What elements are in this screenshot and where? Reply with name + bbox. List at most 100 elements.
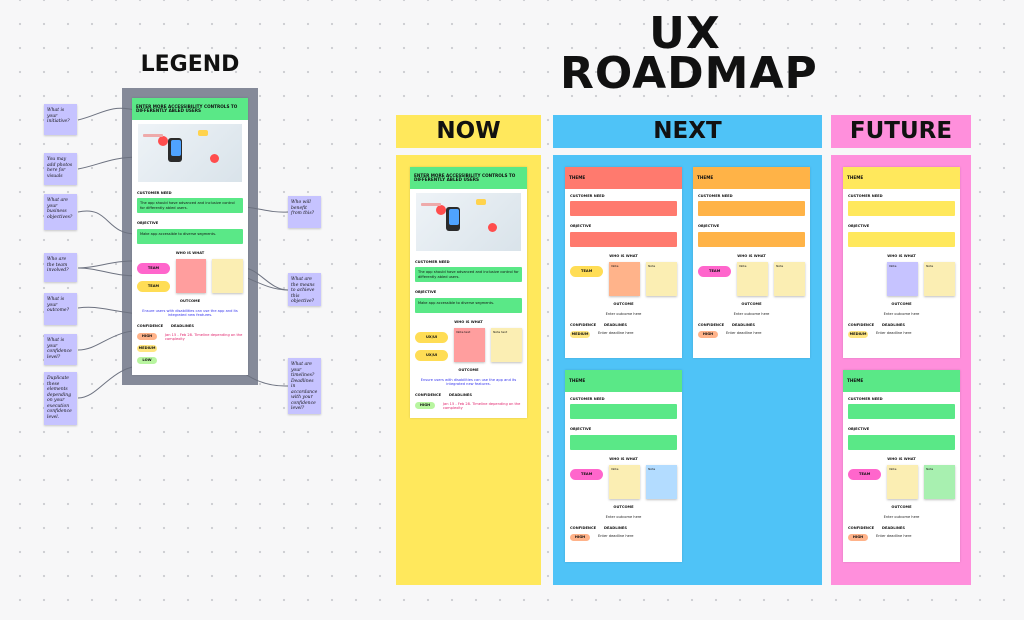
team-pill[interactable]: UX/UI (415, 350, 449, 362)
card-image (416, 193, 521, 251)
outcome-text: Enter outcome here (883, 514, 920, 519)
team-pills: UX/UI UX/UI (415, 328, 449, 362)
sticky-note[interactable]: Note (924, 465, 955, 500)
sticky-note[interactable]: Note (887, 465, 919, 500)
team-pills: TEAM TEAM (137, 259, 170, 293)
sticky-note[interactable]: Note (737, 262, 769, 297)
sticky-note[interactable]: What are your business objectives? (44, 194, 77, 230)
deadlines-label: DEADLINES (882, 323, 905, 328)
team-pill[interactable]: TEAM (137, 281, 170, 293)
outcome-label: OUTCOME (179, 299, 201, 304)
deadline-text: Enter deadline here (876, 331, 912, 336)
deadline-text: Jan 15 - Feb 28. Timeline depending on t… (443, 401, 521, 411)
team-pill[interactable]: TEAM (570, 469, 604, 481)
sticky-note[interactable]: Note (609, 465, 641, 500)
objective-box[interactable] (570, 231, 677, 247)
sticky-note[interactable]: Note text (454, 328, 486, 363)
sticky-note[interactable]: Note (887, 262, 919, 297)
sticky-note[interactable] (175, 259, 207, 294)
sticky-note[interactable]: What is your confidence level? (44, 334, 77, 365)
customer-need-box[interactable]: The app should have advanced and inclusi… (137, 198, 243, 214)
objective-box[interactable]: Make app accessible to diverse segments. (137, 228, 243, 244)
team-pills: TEAM (848, 465, 882, 481)
confidence-pill[interactable]: HIGH (570, 534, 590, 542)
confidence-pill[interactable]: LOW (137, 356, 157, 364)
connector (77, 267, 141, 277)
sticky-note[interactable]: Who are the team involved? (44, 253, 77, 282)
team-pill[interactable]: TEAM (848, 469, 882, 481)
customer-need-box[interactable] (848, 404, 955, 420)
sticky-note[interactable]: What are your timelines? Deadlines in ac… (288, 358, 321, 414)
customer-need-label: CUSTOMER NEED (848, 397, 883, 401)
confidence-pills: HIGH (848, 534, 868, 546)
team-pill[interactable]: UX/UI (415, 332, 449, 344)
sticky-note[interactable]: Note (646, 262, 677, 297)
deadlines-label: DEADLINES (732, 323, 755, 328)
confidence-pill[interactable]: MEDIUM (848, 331, 868, 339)
legend-card[interactable]: ENTER MORE ACCESSIBILITY CONTROLS TO DIF… (132, 98, 248, 375)
team-pill[interactable]: TEAM (698, 266, 732, 278)
confidence-pill[interactable]: HIGH (698, 331, 718, 339)
customer-need-label: CUSTOMER NEED (698, 194, 733, 198)
customer-need-box[interactable] (698, 201, 805, 217)
confidence-pill[interactable]: HIGH (415, 401, 435, 409)
objective-box[interactable]: Make app accessible to diverse segments. (415, 297, 522, 313)
objective-box[interactable] (570, 434, 677, 450)
confidence-label: CONFIDENCE (570, 323, 597, 328)
legend-title: LEGEND (140, 52, 240, 77)
objective-box[interactable] (848, 434, 955, 450)
confidence-pill[interactable]: MEDIUM (570, 331, 590, 339)
outcome-label: OUTCOME (891, 505, 912, 510)
sticky-note[interactable]: You may add photos here for visuals (44, 153, 77, 185)
sticky-note[interactable] (212, 259, 243, 294)
card-theme: THEME (693, 167, 810, 189)
deadline-text: Enter deadline here (876, 534, 912, 539)
objective-box[interactable] (698, 231, 805, 247)
customer-need-box[interactable] (848, 201, 955, 217)
sticky-note[interactable]: Note text (491, 328, 522, 363)
confidence-pill[interactable]: HIGH (137, 332, 157, 340)
sticky-note[interactable]: Who will benefit from this? (288, 196, 321, 228)
customer-need-box[interactable]: The app should have advanced and inclusi… (415, 267, 522, 283)
customer-need-box[interactable] (570, 404, 677, 420)
roadmap-card[interactable]: ENTER MORE ACCESSIBILITY CONTROLS TO DIF… (410, 167, 527, 418)
objective-label: OBJECTIVE (848, 224, 870, 229)
customer-need-box[interactable] (570, 201, 677, 217)
sticky-note[interactable]: What is your initiative? (44, 104, 77, 135)
sticky-note[interactable]: Note (609, 262, 641, 297)
team-pill[interactable]: TEAM (570, 266, 604, 278)
outcome-text: Enter outcome here (733, 311, 770, 316)
sticky-note[interactable]: Note (924, 262, 955, 297)
customer-need-label: CUSTOMER NEED (137, 191, 172, 195)
objective-box[interactable] (848, 231, 955, 247)
confidence-pills: HIGH MEDIUM LOW (137, 332, 157, 369)
objective-label: OBJECTIVE (698, 224, 720, 229)
card-theme: ENTER MORE ACCESSIBILITY CONTROLS TO DIF… (410, 167, 527, 189)
sticky-note[interactable]: What are the means to achieve this objec… (288, 273, 321, 306)
who-is-what-label: WHO IS WHAT (887, 253, 916, 258)
confidence-label: CONFIDENCE (848, 526, 875, 531)
outcome-label: OUTCOME (741, 302, 762, 307)
card-theme: THEME (565, 167, 682, 189)
sticky-note[interactable]: Duplicate these elements depending on yo… (44, 372, 77, 425)
sticky-note[interactable]: Note (646, 465, 677, 500)
confidence-pill[interactable]: MEDIUM (137, 344, 157, 352)
sticky-note[interactable]: Note (774, 262, 805, 297)
team-pill[interactable]: TEAM (137, 263, 170, 275)
deadlines-label: DEADLINES (882, 526, 905, 531)
objective-label: OBJECTIVE (570, 224, 592, 229)
confidence-pill[interactable]: HIGH (848, 534, 868, 542)
sticky-note[interactable]: What is your outcome? (44, 293, 77, 325)
